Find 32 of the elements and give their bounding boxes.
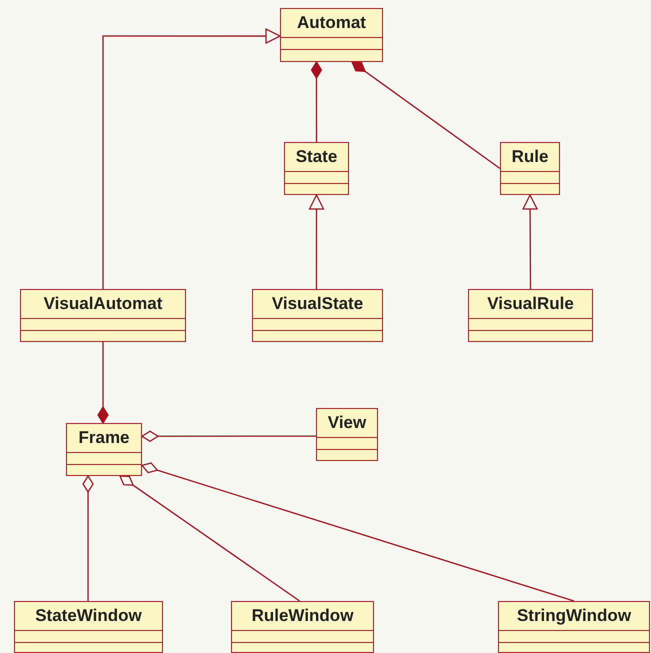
class-name: StringWindow [516,606,632,626]
aggregation-line [82,475,94,601]
class-box [284,142,349,195]
composition-line [97,342,109,424]
class-box [14,601,163,653]
composition-line [310,61,322,142]
class-box [468,289,593,342]
class-box [500,142,560,195]
inheritance-arrow [102,28,281,289]
aggregation-line [141,462,574,602]
composition-line [352,61,500,170]
class-box [280,8,383,62]
class-name: VisualAutomat [44,294,162,314]
class-box [231,601,374,653]
class-box [20,289,186,342]
aggregation-line [141,430,316,442]
class-name: Automat [297,13,366,33]
class-name: State [296,147,338,167]
class-box [498,601,650,653]
class-name: Frame [78,428,130,448]
class-box [252,289,383,342]
class-name: Rule [512,147,548,167]
class-box [316,408,378,461]
class-name: VisualState [272,294,364,314]
class-name: VisualRule [487,294,574,314]
class-name: View [328,413,366,433]
inheritance-arrow [522,194,538,289]
class-box [66,423,142,476]
class-name: StateWindow [35,606,142,626]
aggregation-line [119,475,300,602]
class-name: RuleWindow [252,606,354,626]
inheritance-arrow [308,194,324,289]
